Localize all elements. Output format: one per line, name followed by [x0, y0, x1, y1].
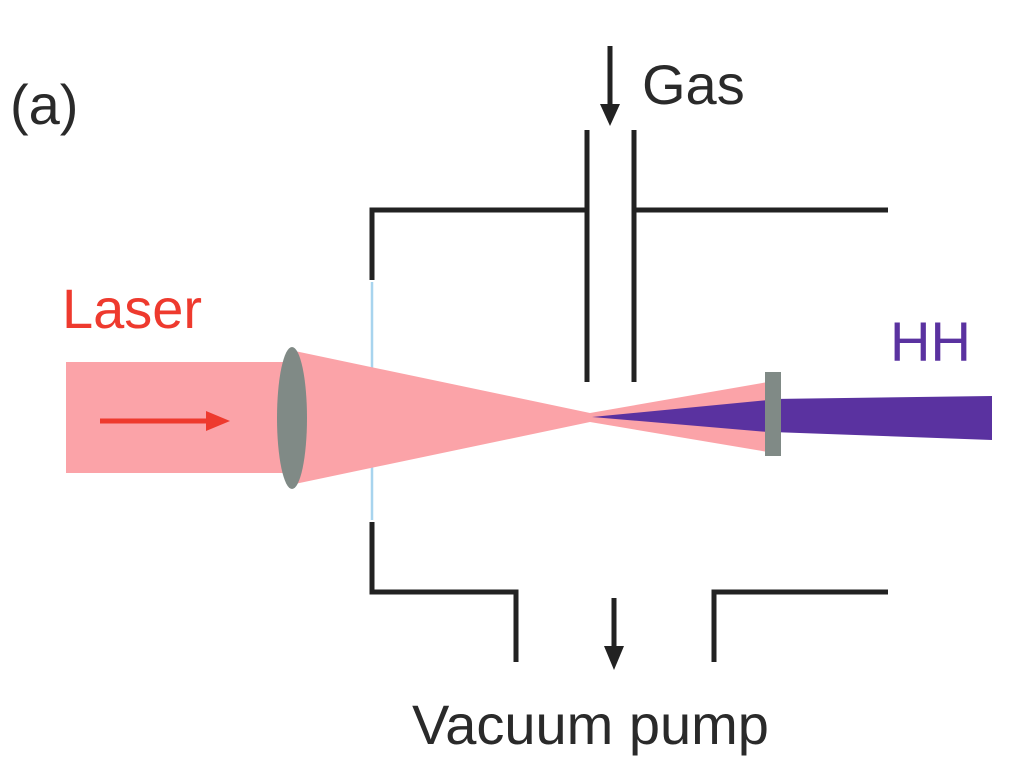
- gas-nozzle: [584, 130, 637, 382]
- focusing-lens: [277, 347, 307, 489]
- laser-direction-arrow: [100, 411, 230, 431]
- chamber-bottom-right-wall: [711, 589, 888, 662]
- vacuum-pump-label: Vacuum pump: [412, 693, 769, 756]
- laser-beam-collimated: [66, 362, 292, 473]
- vacuum-chamber: [369, 207, 888, 662]
- chamber-top-left-wall: [369, 207, 587, 280]
- gas-inlet-arrow: [600, 46, 620, 126]
- laser-beam-converging: [290, 350, 590, 485]
- vacuum-pump-arrow: [604, 598, 624, 670]
- harmonics-label: HH: [890, 310, 971, 373]
- chamber-bottom-left-wall: [369, 522, 519, 662]
- metal-filter: [765, 372, 781, 456]
- panel-label: (a): [10, 73, 78, 136]
- harmonic-beam-output: [772, 396, 992, 440]
- harmonic-beam-inside: [592, 400, 768, 432]
- gas-label: Gas: [642, 53, 745, 116]
- laser-label: Laser: [62, 277, 202, 340]
